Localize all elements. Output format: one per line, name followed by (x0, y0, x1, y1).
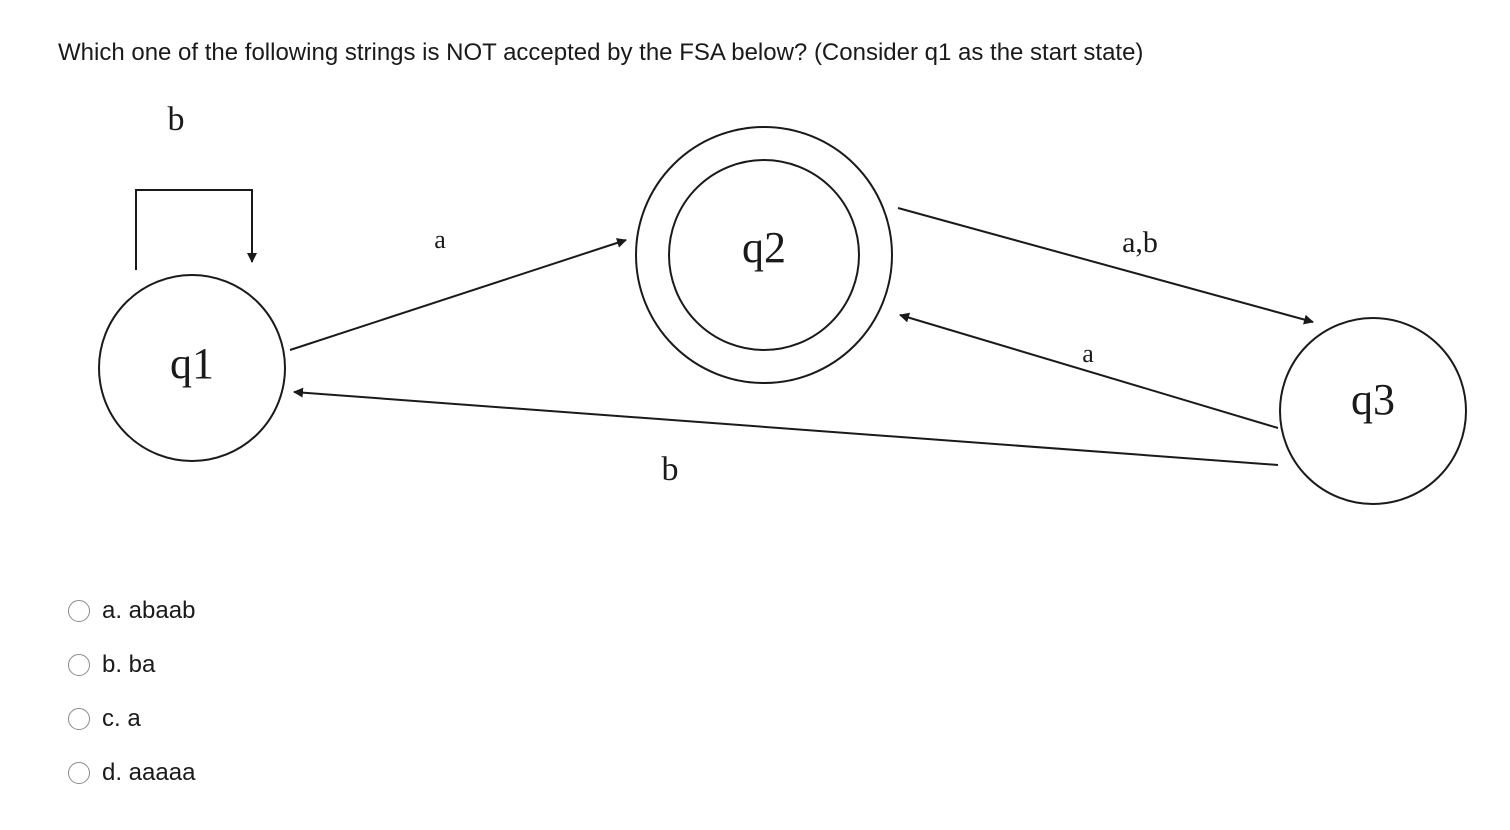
state-q1: q1 (98, 274, 286, 462)
transition-q1-q1: b (135, 101, 257, 270)
option-a-label[interactable]: a. abaab (102, 597, 196, 624)
state-q3-label: q3 (1351, 375, 1395, 424)
option-c-radio[interactable] (68, 708, 90, 730)
state-q2: q2 (635, 126, 893, 384)
transition-q3-q1-label: b (662, 451, 679, 488)
question-text: Which one of the following strings is NO… (58, 39, 1144, 66)
option-a-radio[interactable] (68, 600, 90, 622)
option-b-radio[interactable] (68, 654, 90, 676)
answer-options: a. abaab b. ba c. a d. aaaaa (68, 584, 195, 800)
option-d-label[interactable]: d. aaaaa (102, 759, 196, 786)
option-a[interactable]: a. abaab (68, 584, 195, 638)
option-b-label[interactable]: b. ba (102, 651, 156, 678)
option-b[interactable]: b. ba (68, 638, 195, 692)
state-q2-label: q2 (742, 223, 786, 272)
state-q3: q3 (1279, 317, 1467, 505)
option-d-radio[interactable] (68, 762, 90, 784)
transition-q2-q3: a,b (897, 207, 1314, 325)
transition-q3-q1: b (293, 387, 1279, 488)
option-c-label[interactable]: c. a (102, 705, 141, 732)
transition-q3-q2-label: a (1082, 339, 1094, 368)
state-q1-label: q1 (170, 339, 214, 388)
fsa-diagram: q1 q2 q3 b a a,b a b (98, 101, 1467, 505)
transition-q3-q2: a (899, 312, 1279, 429)
transition-q1-q2-label: a (434, 225, 446, 254)
transition-q1-q1-label: b (168, 101, 185, 138)
transition-q2-q3-label: a,b (1122, 226, 1158, 259)
transition-q1-q2: a (289, 225, 627, 351)
option-d[interactable]: d. aaaaa (68, 746, 195, 800)
option-c[interactable]: c. a (68, 692, 195, 746)
